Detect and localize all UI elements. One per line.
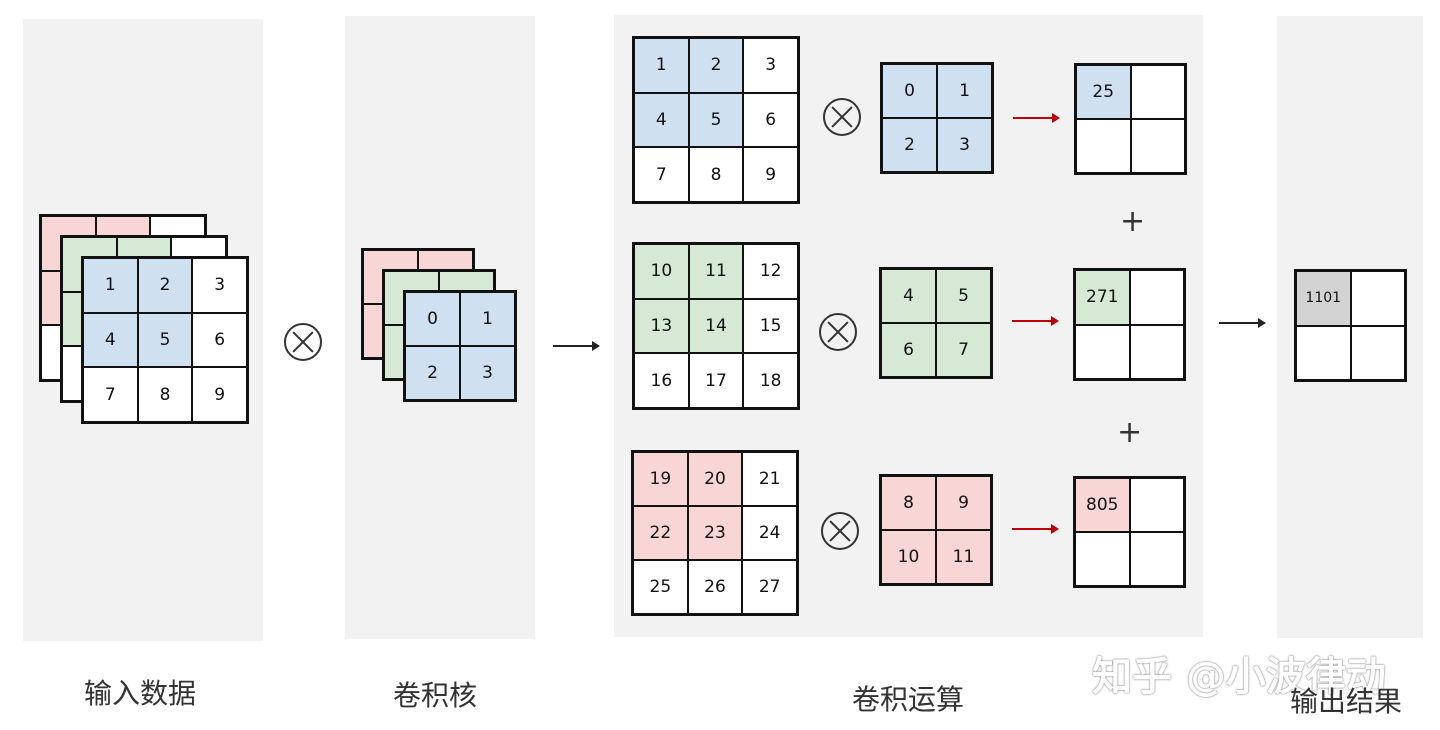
output-grid: 1101 bbox=[1294, 269, 1407, 382]
op-kernel-grid-3: 8 9 10 11 bbox=[879, 474, 993, 586]
kernel-cell: 0 bbox=[405, 292, 460, 346]
op-cell: 26 bbox=[687, 560, 743, 614]
op-cell: 18 bbox=[743, 353, 798, 408]
op-cell: 17 bbox=[688, 353, 744, 408]
plus-sign: + bbox=[1120, 204, 1146, 239]
red-arrow-icon bbox=[1013, 113, 1060, 123]
input-cell: 6 bbox=[192, 312, 247, 368]
op-cell: 14 bbox=[688, 298, 744, 354]
convolve-symbol-icon bbox=[819, 313, 857, 351]
input-cell: 1 bbox=[83, 258, 138, 313]
op-cell: 4 bbox=[634, 92, 689, 148]
input-cell: 4 bbox=[83, 312, 138, 368]
input-cell: 3 bbox=[192, 258, 247, 313]
op-kernel-cell: 0 bbox=[882, 64, 937, 118]
kernel-cell: 2 bbox=[405, 346, 460, 400]
red-arrow-icon bbox=[1012, 316, 1059, 326]
op-cell: 9 bbox=[743, 147, 798, 202]
op-cell: 25 bbox=[633, 560, 688, 614]
op-input-grid-2: 10 11 12 13 14 15 16 17 18 bbox=[632, 242, 800, 410]
op-kernel-cell: 4 bbox=[881, 269, 936, 323]
op-kernel-cell: 1 bbox=[937, 64, 992, 118]
op-cell: 1 bbox=[634, 38, 689, 93]
op-cell: 5 bbox=[688, 92, 744, 148]
convolve-symbol-icon bbox=[821, 512, 859, 550]
output-cell: 1101 bbox=[1296, 271, 1351, 326]
op-kernel-cell: 7 bbox=[936, 323, 991, 377]
op-cell: 23 bbox=[687, 506, 743, 560]
op-input-grid-3: 19 20 21 22 23 24 25 26 27 bbox=[631, 450, 799, 616]
kernel-label: 卷积核 bbox=[393, 679, 478, 712]
plus-sign: + bbox=[1117, 415, 1143, 450]
op-kernel-cell: 3 bbox=[937, 118, 992, 172]
op-cell: 20 bbox=[687, 452, 743, 506]
watermark: 知乎 @小波律动 bbox=[1092, 654, 1386, 700]
input-cell: 9 bbox=[192, 367, 247, 422]
input-blue-layer: 1 2 3 4 5 6 7 8 9 bbox=[81, 256, 249, 424]
op-kernel-cell: 10 bbox=[881, 530, 936, 584]
op-kernel-grid-1: 0 1 2 3 bbox=[880, 62, 994, 174]
arrow-right-icon bbox=[553, 341, 600, 351]
op-kernel-cell: 9 bbox=[936, 476, 991, 530]
op-cell: 8 bbox=[688, 147, 744, 202]
output-label: 输出结果 bbox=[1290, 685, 1403, 718]
op-kernel-grid-2: 4 5 6 7 bbox=[879, 267, 993, 379]
op-cell: 24 bbox=[742, 506, 797, 560]
op-result-grid-1: 25 bbox=[1074, 63, 1187, 175]
op-cell: 11 bbox=[688, 244, 744, 299]
op-kernel-cell: 6 bbox=[881, 323, 936, 377]
op-cell: 22 bbox=[633, 506, 688, 560]
op-cell: 16 bbox=[634, 353, 689, 408]
op-kernel-cell: 11 bbox=[936, 530, 991, 584]
op-input-grid-1: 1 2 3 4 5 6 7 8 9 bbox=[632, 36, 800, 204]
arrow-right-icon bbox=[1219, 318, 1266, 328]
op-cell: 6 bbox=[743, 92, 798, 148]
op-cell: 13 bbox=[634, 298, 689, 354]
input-cell: 2 bbox=[137, 258, 193, 313]
input-cell: 7 bbox=[83, 367, 138, 422]
op-cell: 27 bbox=[742, 560, 797, 614]
convolve-symbol-icon bbox=[823, 98, 861, 136]
op-result-grid-2: 271 bbox=[1073, 268, 1186, 381]
op-kernel-cell: 2 bbox=[882, 118, 937, 172]
convolve-symbol-icon bbox=[284, 323, 322, 361]
op-cell: 10 bbox=[634, 244, 689, 299]
op-result-cell: 271 bbox=[1075, 270, 1130, 325]
operation-label: 卷积运算 bbox=[852, 683, 965, 716]
op-cell: 19 bbox=[633, 452, 688, 506]
op-result-cell: 805 bbox=[1075, 478, 1130, 532]
input-label: 输入数据 bbox=[84, 677, 197, 710]
op-cell: 2 bbox=[688, 38, 744, 93]
input-cell: 5 bbox=[137, 312, 193, 368]
op-cell: 21 bbox=[742, 452, 797, 506]
kernel-cell: 1 bbox=[460, 292, 515, 346]
red-arrow-icon bbox=[1012, 524, 1059, 534]
op-cell: 3 bbox=[743, 38, 798, 93]
op-kernel-cell: 8 bbox=[881, 476, 936, 530]
op-result-cell: 25 bbox=[1076, 65, 1131, 119]
kernel-cell: 3 bbox=[460, 346, 515, 400]
op-kernel-cell: 5 bbox=[936, 269, 991, 323]
op-cell: 7 bbox=[634, 147, 689, 202]
op-result-grid-3: 805 bbox=[1073, 476, 1186, 588]
input-cell: 8 bbox=[137, 367, 193, 422]
op-cell: 15 bbox=[743, 298, 798, 354]
op-cell: 12 bbox=[743, 244, 798, 299]
kernel-blue-layer: 0 1 2 3 bbox=[403, 290, 517, 402]
